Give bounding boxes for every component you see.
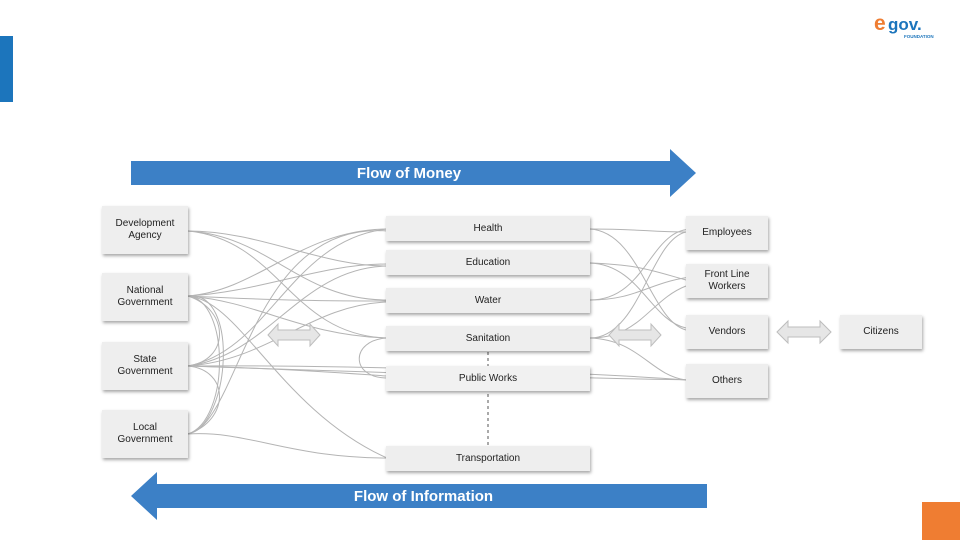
- box-sanitation: Sanitation: [386, 326, 590, 351]
- label-others: Others: [711, 375, 742, 386]
- label-national-government: National Government: [117, 285, 173, 308]
- box-development-agency: Development Agency: [102, 206, 188, 254]
- box-water: Water: [386, 288, 590, 313]
- box-others: Others: [686, 364, 768, 398]
- box-front-line-workers: Front Line Workers: [686, 264, 768, 298]
- corner-accent-square: [922, 502, 960, 540]
- source-to-department-links: [187, 228, 701, 459]
- label-state-government: State Government: [117, 354, 173, 377]
- box-local-government: Local Government: [102, 410, 188, 458]
- logo-text-e: e: [874, 12, 886, 35]
- box-employees: Employees: [686, 216, 768, 250]
- label-development-agency: Development Agency: [115, 218, 175, 241]
- box-state-government: State Government: [102, 342, 188, 390]
- double-arrow-left: [267, 322, 321, 348]
- flow-of-money-label: Flow of Money: [356, 164, 462, 182]
- egov-logo: e gov. FOUNDATION: [874, 12, 934, 39]
- label-vendors: Vendors: [708, 326, 746, 337]
- box-education: Education: [386, 250, 590, 275]
- label-front-line-workers: Front Line Workers: [704, 269, 750, 292]
- label-water: Water: [474, 294, 502, 306]
- accent-bar: [0, 36, 13, 102]
- double-arrow-right: [776, 319, 832, 345]
- label-education: Education: [465, 256, 511, 268]
- box-transportation: Transportation: [386, 446, 590, 471]
- flow-of-information-arrow: [131, 472, 707, 520]
- box-health: Health: [386, 216, 590, 241]
- label-local-government: Local Government: [117, 422, 173, 445]
- double-arrow-middle: [608, 322, 662, 348]
- label-employees: Employees: [702, 227, 752, 238]
- box-public-works: Public Works: [386, 366, 590, 391]
- logo-subtext: FOUNDATION: [904, 34, 934, 39]
- flow-of-money-arrow: [131, 149, 696, 197]
- label-sanitation: Sanitation: [465, 332, 511, 344]
- flow-of-information-label: Flow of Information: [353, 487, 494, 505]
- box-citizens: Citizens: [840, 315, 922, 349]
- label-public-works: Public Works: [458, 372, 518, 384]
- label-citizens: Citizens: [863, 326, 899, 337]
- label-health: Health: [473, 222, 503, 234]
- label-transportation: Transportation: [455, 452, 521, 464]
- box-vendors: Vendors: [686, 315, 768, 349]
- logo-text-gov: gov.: [888, 15, 922, 34]
- box-national-government: National Government: [102, 273, 188, 321]
